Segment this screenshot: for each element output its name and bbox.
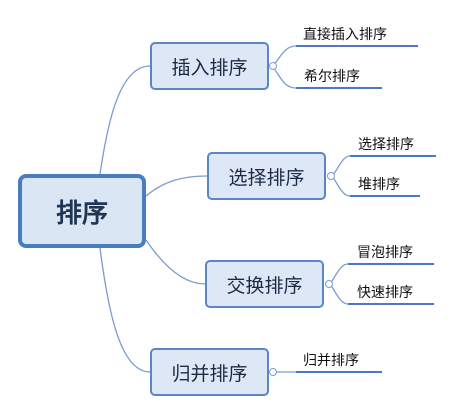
leaf-selection-sort[interactable]: 选择排序 xyxy=(358,137,414,153)
connector-root-insertion xyxy=(99,65,151,175)
branch-node-insertion[interactable]: 插入排序 xyxy=(150,42,269,90)
branch-label: 归并排序 xyxy=(171,362,248,385)
branch-label: 选择排序 xyxy=(228,166,305,189)
connector-selection-leaf1 xyxy=(331,155,351,177)
connector-exchange-leaf1 xyxy=(329,263,349,285)
branch-label: 交换排序 xyxy=(226,274,303,297)
connector-root-exchange xyxy=(145,239,206,285)
leaf-heap-sort[interactable]: 堆排序 xyxy=(358,177,400,193)
branch-label: 插入排序 xyxy=(171,56,248,79)
connector-root-selection xyxy=(145,175,208,197)
collapse-toggle-exchange[interactable] xyxy=(325,280,333,288)
root-node[interactable]: 排序 xyxy=(18,174,146,248)
connector-insertion-leaf2 xyxy=(271,65,297,89)
branch-node-merge[interactable]: 归并排序 xyxy=(150,348,269,396)
leaf-shell-sort[interactable]: 希尔排序 xyxy=(304,69,360,85)
root-label: 排序 xyxy=(55,198,108,229)
leaf-merge-sort[interactable]: 归并排序 xyxy=(303,353,359,369)
collapse-toggle-insertion[interactable] xyxy=(269,62,277,70)
collapse-toggle-merge[interactable] xyxy=(269,368,277,376)
collapse-toggle-selection[interactable] xyxy=(327,172,335,180)
branch-node-exchange[interactable]: 交换排序 xyxy=(205,260,324,308)
leaf-bubble-sort[interactable]: 冒泡排序 xyxy=(357,245,413,261)
leaf-quick-sort[interactable]: 快速排序 xyxy=(357,285,413,301)
leaf-direct-insertion-sort[interactable]: 直接插入排序 xyxy=(303,27,387,43)
connector-selection-leaf2 xyxy=(331,175,351,197)
connector-exchange-leaf2 xyxy=(329,283,349,305)
branch-node-selection[interactable]: 选择排序 xyxy=(207,152,326,200)
connector-root-merge xyxy=(99,247,151,373)
